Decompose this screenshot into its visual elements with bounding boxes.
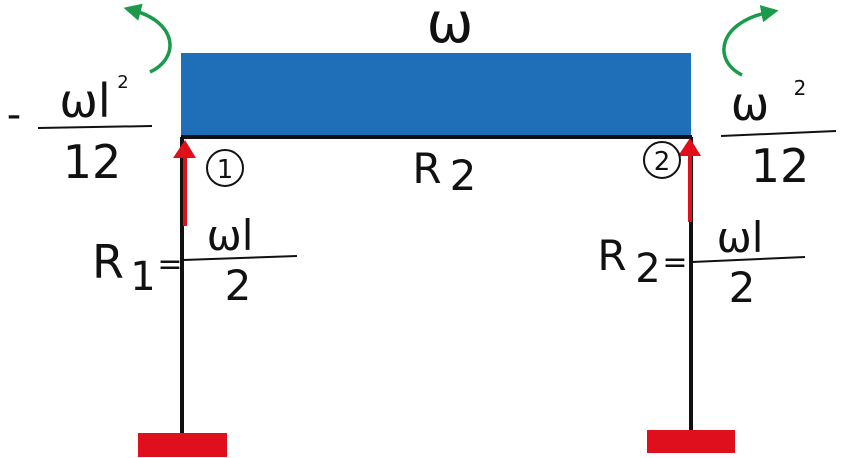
left-reaction-denominator: 2 — [225, 261, 252, 310]
left-reaction-arrow — [173, 140, 196, 226]
load-label: ω — [427, 0, 474, 56]
right-moment-denominator: 12 — [751, 139, 810, 193]
right-moment-arrow — [722, 5, 779, 77]
left-moment-fraction-bar — [37, 125, 153, 129]
left-reaction-equals: = — [157, 247, 182, 282]
left-moment-sign: - — [7, 92, 21, 138]
right-fixed-support — [647, 430, 735, 453]
left-reaction-variable: R — [92, 235, 124, 289]
left-reaction-fraction-bar — [182, 255, 298, 261]
right-reaction-variable: R — [597, 231, 626, 280]
beam-label: R — [412, 144, 441, 193]
node-1-marker: 1 — [206, 149, 244, 187]
node-2-label: 2 — [654, 147, 671, 177]
right-reaction-denominator: 2 — [729, 263, 756, 312]
right-reaction-numerator: ωl — [717, 213, 764, 262]
right-moment-fraction-bar — [720, 130, 837, 137]
right-reaction-fraction-bar — [691, 256, 806, 263]
right-moment-label: ω 2 12 — [720, 76, 837, 193]
left-reaction-label: R 1 = ωl 2 — [92, 211, 298, 310]
node-1-label: 1 — [217, 155, 234, 185]
right-moment-exponent: 2 — [794, 76, 807, 100]
left-fixed-support — [138, 433, 227, 457]
beam-label-subscript: 2 — [450, 151, 477, 200]
left-moment-arrow — [123, 3, 172, 74]
right-reaction-equals: = — [662, 245, 687, 280]
left-reaction-numerator: ωl — [207, 211, 254, 260]
left-moment-exponent: 2 — [117, 72, 128, 93]
left-moment-numerator: ωl — [59, 74, 110, 128]
left-moment-denominator: 12 — [63, 135, 122, 189]
left-moment-label: - ωl 2 12 — [7, 72, 153, 189]
right-reaction-subscript: 2 — [635, 246, 660, 292]
right-reaction-arrow — [678, 138, 701, 222]
right-reaction-label: R 2 = ωl 2 — [597, 213, 806, 312]
distributed-load — [181, 53, 691, 136]
right-moment-numerator: ω — [731, 77, 770, 131]
node-2-marker: 2 — [643, 141, 681, 179]
left-reaction-subscript: 1 — [130, 254, 155, 300]
